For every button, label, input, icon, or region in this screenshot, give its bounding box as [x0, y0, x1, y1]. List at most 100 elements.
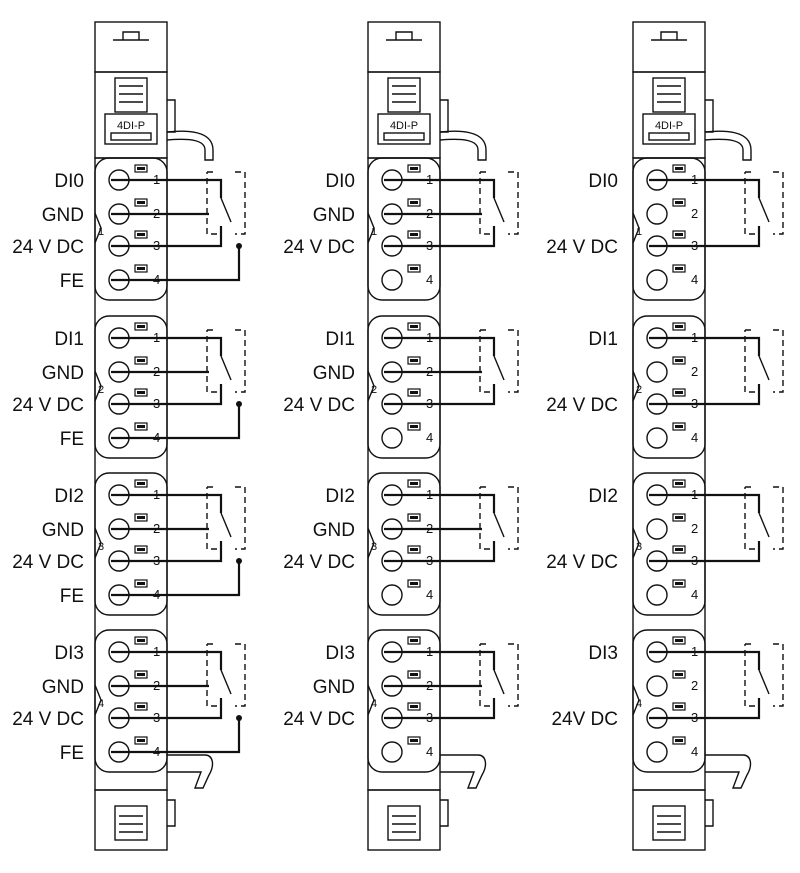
- wire-supply: [713, 384, 761, 406]
- coding-notch: [94, 527, 102, 559]
- sensor-outline: [744, 486, 784, 550]
- release-slot-fill: [410, 673, 418, 676]
- terminal-hole: [646, 518, 668, 540]
- junction-dot: [236, 558, 242, 564]
- coding-notch: [94, 370, 102, 402]
- wire-fe: [175, 561, 241, 597]
- release-slot-fill: [410, 516, 418, 519]
- switch-contact: [220, 355, 232, 381]
- wire-signal: [713, 493, 761, 513]
- wire-supply: [713, 541, 761, 563]
- terminal-label: 24 V DC: [546, 552, 618, 573]
- coding-notch: [632, 527, 640, 559]
- junction-dot: [236, 401, 242, 407]
- junction-dot: [236, 243, 242, 249]
- bottom-housing: [94, 789, 168, 851]
- release-slot-fill: [675, 391, 683, 394]
- switch-contact: [493, 512, 505, 538]
- coding-notch: [94, 212, 102, 244]
- bottom-hook: [440, 754, 487, 789]
- terminal-label: GND: [313, 363, 355, 384]
- terminal-label: GND: [313, 205, 355, 226]
- release-slot-fill: [137, 739, 145, 742]
- connector-block: [367, 315, 441, 459]
- release-slot-fill: [410, 739, 418, 742]
- terminal-label: 24 V DC: [283, 709, 355, 730]
- wire-signal: [175, 178, 223, 198]
- connector-block: [632, 157, 706, 301]
- terminal-label: DI3: [325, 643, 355, 664]
- connector-block: [632, 315, 706, 459]
- latch-detail: [386, 31, 422, 41]
- bottom-ribs: [657, 815, 681, 833]
- sensor-outline: [206, 643, 246, 707]
- wire-signal: [713, 650, 761, 670]
- sensor-outline: [479, 643, 519, 707]
- pin-number: 2: [691, 521, 698, 536]
- coding-notch: [632, 370, 640, 402]
- module-label: 4DI-P: [117, 120, 145, 132]
- terminal-label: GND: [42, 520, 84, 541]
- release-slot-fill: [410, 325, 418, 328]
- connector-block: [367, 157, 441, 301]
- sensor-outline: [479, 171, 519, 235]
- terminal-label: GND: [42, 205, 84, 226]
- terminal-label: DI1: [325, 329, 355, 350]
- switch-contact: [493, 197, 505, 223]
- top-latch: [94, 21, 168, 73]
- terminal-label: 24 V DC: [283, 552, 355, 573]
- pin-number: 4: [426, 430, 433, 445]
- top-housing: [632, 71, 706, 159]
- pin-number: 4: [426, 744, 433, 759]
- pin-number: 2: [691, 364, 698, 379]
- release-slot-fill: [137, 201, 145, 204]
- terminal-label: DI0: [588, 171, 618, 192]
- terminal-hole: [381, 269, 403, 291]
- connector-block: [367, 472, 441, 616]
- release-slot-fill: [410, 482, 418, 485]
- release-slot-fill: [675, 516, 683, 519]
- terminal-label: 24 V DC: [283, 237, 355, 258]
- bottom-housing: [632, 789, 706, 851]
- group-number: 4: [98, 698, 104, 710]
- group-number: 1: [371, 226, 377, 238]
- release-button: [652, 77, 686, 113]
- wire-supply: [448, 384, 496, 406]
- wire-fe: [175, 246, 241, 282]
- pin-number: 4: [691, 587, 698, 602]
- switch-contact: [220, 669, 232, 695]
- release-slot-fill: [137, 167, 145, 170]
- terminal-hole: [646, 361, 668, 383]
- latch-detail: [113, 31, 149, 41]
- module-label: 4DI-P: [655, 120, 683, 132]
- side-tab: [705, 99, 714, 133]
- release-slot-fill: [137, 639, 145, 642]
- top-hook: [704, 130, 752, 161]
- group-number: 3: [371, 541, 377, 553]
- release-slot-fill: [137, 482, 145, 485]
- coding-notch: [632, 212, 640, 244]
- terminal-label: DI1: [588, 329, 618, 350]
- terminal-hole: [381, 427, 403, 449]
- bottom-release: [652, 805, 686, 841]
- terminal-label: FE: [60, 586, 84, 607]
- wire-supply: [713, 698, 761, 720]
- group-number: 3: [636, 541, 642, 553]
- terminal-label: 24 V DC: [12, 552, 84, 573]
- release-ribs: [392, 85, 416, 103]
- group-number: 3: [98, 541, 104, 553]
- release-slot-fill: [675, 201, 683, 204]
- release-slot-fill: [410, 201, 418, 204]
- bottom-release: [114, 805, 148, 841]
- terminal-label: DI3: [54, 643, 84, 664]
- terminal-hole: [646, 203, 668, 225]
- release-ribs: [657, 85, 681, 103]
- switch-contact: [758, 355, 770, 381]
- terminal-hole: [646, 675, 668, 697]
- release-slot-fill: [410, 639, 418, 642]
